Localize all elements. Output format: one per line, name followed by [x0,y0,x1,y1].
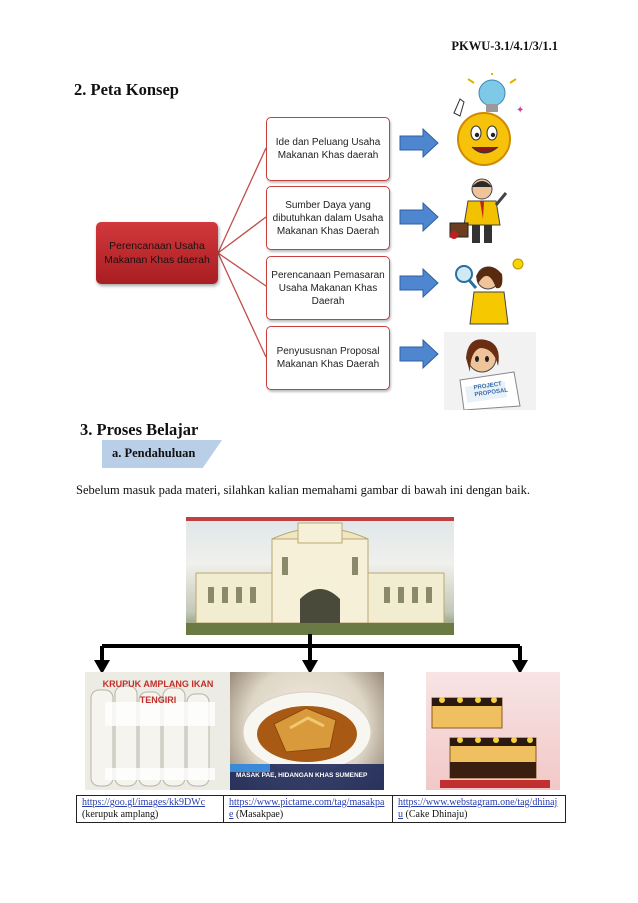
source-link-krupuk[interactable]: https://goo.gl/images/kk9DWc [82,797,206,808]
caption-text-krupuk: (kerupuk amplang) [82,809,159,820]
caption-cell-masakpae: https://www.pictame.com/tag/masakpae (Ma… [223,795,393,823]
proposal-figure [459,339,521,410]
svg-text:✦: ✦ [516,105,524,116]
caption-row: https://goo.gl/images/kk9DWc (kerupuk am… [76,795,566,823]
masakpae-plate [230,691,384,790]
concept-item-label: Sumber Daya yang dibutuhkan dalam Usaha … [272,199,384,237]
concept-root-label: Perencanaan Usaha Makanan Khas daerah [104,240,210,266]
idea-smiley-illustration: ✦ [453,73,524,166]
concept-item-label: Penyususnan Proposal Makanan Khas Daerah [276,346,380,370]
concept-item-ide-peluang: Ide dan Peluang Usaha Makanan Khas daera… [266,117,390,181]
krupuk-packages [90,685,215,787]
palace-building [186,517,454,635]
source-link-masakpae[interactable]: https://www.pictame.com/tag/masakpae [229,797,385,820]
marketing-woman-illustration [455,258,524,325]
krupuk-amplang-photo: KRUPUK AMPLANG IKAN TENGIRI [85,672,230,790]
arrow-right-icon [399,127,439,159]
palace-photo [186,517,454,635]
masakpae-banner-text: MASAK PAE, HIDANGAN KHAS SUMENEP [236,772,368,779]
section-title-proses-belajar: 3. Proses Belajar [80,420,199,439]
caption-text-masakpae: (Masakpae) [235,809,284,820]
concept-item-proposal: Penyususnan Proposal Makanan Khas Daerah [266,326,390,390]
concept-item-label: Perencanaan Pemasaran Usaha Makanan Khas… [271,269,385,307]
arrow-right-icon [399,201,439,233]
concept-item-label: Ide dan Peluang Usaha Makanan Khas daera… [275,137,381,161]
proposal-illustration: PROJECT PROPOSAL [444,332,536,410]
caption-cell-krupuk: https://goo.gl/images/kk9DWc (kerupuk am… [76,795,224,823]
arrow-right-icon [399,267,439,299]
concept-root-box: Perencanaan Usaha Makanan Khas daerah [96,222,218,284]
section-title-peta-konsep: 2. Peta Konsep [74,80,179,99]
concept-item-pemasaran: Perencanaan Pemasaran Usaha Makanan Khas… [266,256,390,320]
masakpae-photo: MASAK PAE, HIDANGAN KHAS SUMENEP [230,672,384,790]
concept-item-sumber-daya: Sumber Daya yang dibutuhkan dalam Usaha … [266,186,390,250]
cake-slices [431,697,550,788]
subsection-title: a. Pendahuluan [112,446,196,460]
document-code: PKWU-3.1/4.1/3/1.1 [451,39,558,53]
cake-dhinaju-photo [426,672,560,790]
image-caption-table: https://goo.gl/images/kk9DWc (kerupuk am… [76,795,566,823]
krupuk-label: KRUPUK AMPLANG IKAN TENGIRI [102,679,214,705]
intro-paragraph: Sebelum masuk pada materi, silahkan kali… [76,483,531,497]
subsection-tab [102,440,222,468]
caption-cell-dhinaju: https://www.webstagram.one/tag/dhinaju (… [392,795,566,823]
tree-connector-arrows [94,634,528,674]
source-link-dhinaju[interactable]: https://www.webstagram.one/tag/dhinaju [398,797,558,820]
businessman-illustration [449,178,508,243]
caption-text-dhinaju: (Cake Dhinaju) [405,809,468,820]
arrow-right-icon [399,338,439,370]
